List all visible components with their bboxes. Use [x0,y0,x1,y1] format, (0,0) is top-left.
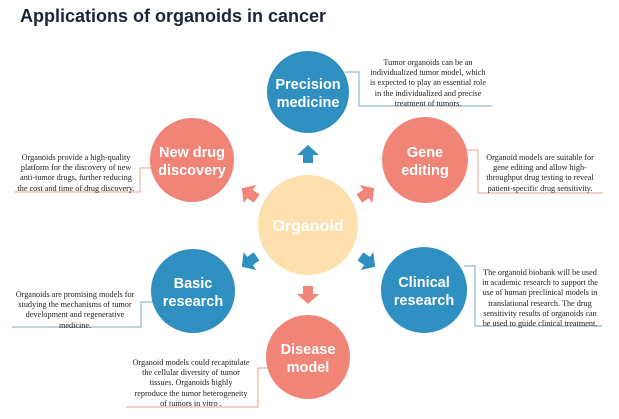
precision-medicine-label-line: medicine [277,95,340,111]
basic-research-leader-line [12,301,153,328]
description-line: platform for the discovery of new [20,163,132,173]
description-line: be used to guide clinical treatment. [482,319,598,329]
description-line: treatment of tumors. [394,98,462,108]
new-drug-discovery-label-line: discovery [158,163,226,179]
description-line: development and regenerative [25,310,125,320]
new-drug-discovery-circle [150,118,234,202]
page-title: Applications of organoids in cancer [20,6,327,26]
description-line: of tumors in vitro . [160,398,222,408]
description-line: the cellular diversity of tumor [142,368,240,378]
description-line: anti-tumor drugs, further reducing [20,173,132,183]
clinical-research-circle [381,247,467,333]
precision-medicine-label: Precision medicine [275,77,340,111]
new-drug-discovery-label-line: New drug [159,145,225,161]
precision-medicine-label-line: Precision [275,77,340,93]
basic-research-circle [151,249,235,333]
disease-model-label-line: model [287,360,330,376]
basic-research-label-line: Basic [174,276,213,292]
description-line: reproduce the tumor heterogeneity [134,388,248,398]
new-drug-discovery-leader-line [14,167,152,193]
disease-model-label: Disease model [281,342,336,376]
description-line: Organoids provide a high-quality [21,153,131,162]
description-line: patient-specific drug sensitivity. [487,183,593,193]
clinical-research-label: Clinical research [394,275,454,309]
precision-medicine-leader-line [345,71,492,107]
description-line: sensitivity results of organoids can [483,308,597,318]
description-line: medicine. [58,320,92,330]
clinical-research-leader-line [464,265,602,327]
description-line: Organoid models are suitable for [486,153,594,162]
gene-editing-label-line: Gene [407,145,443,161]
clinical-research-label-line: research [394,293,454,309]
precision-medicine-arrow [297,145,319,163]
description-line: is expected to play an essential role [370,78,486,88]
organoid-center-label: Organoid [272,218,343,235]
gene-editing-arrow [356,184,375,204]
description-line: in academic research to support the [482,278,598,288]
description-line: studying the mechanisms of tumor [18,300,132,310]
description-line: the cost and time of drug discovery. [17,183,135,193]
description-line: individualized tumor model, which [370,68,486,78]
disease-model-arrow [297,286,319,304]
basic-research-arrow [241,251,260,271]
description-line: Tumor organoids can be an [383,58,473,67]
description-line: The organoid biobank will be used [483,268,597,277]
disease-model-leader-line [126,367,270,408]
gene-editing-circle [382,117,468,203]
organoid-center-circle [258,175,358,275]
description-line: Organoids are promising models for [15,290,135,299]
disease-model-circle [266,315,350,399]
gene-editing-label: Gene editing [401,145,449,179]
description-line: translational research. The drug [488,298,592,308]
description-line: gene editing and allow high- [493,163,587,173]
new-drug-discovery-label: New drug discovery [158,145,226,179]
new-drug-discovery-arrow [241,184,260,204]
gene-editing-leader-line [466,149,603,194]
clinical-research-label-line: Clinical [398,275,450,291]
gene-editing-label-line: editing [401,163,449,179]
description-line: in the individualized and precise [374,88,482,98]
basic-research-label: Basic research [163,276,223,310]
basic-research-label-line: research [163,294,223,310]
description-line: throughput drug testing to reveal [486,173,594,183]
description-line: Organoid models could recapitulate [132,358,250,367]
description-line: tissues. Organoids highly [149,378,233,388]
disease-model-label-line: Disease [281,342,336,358]
precision-medicine-circle [267,51,349,133]
description-line: use of human preclinical models in [482,288,598,298]
clinical-research-arrow [357,251,376,271]
